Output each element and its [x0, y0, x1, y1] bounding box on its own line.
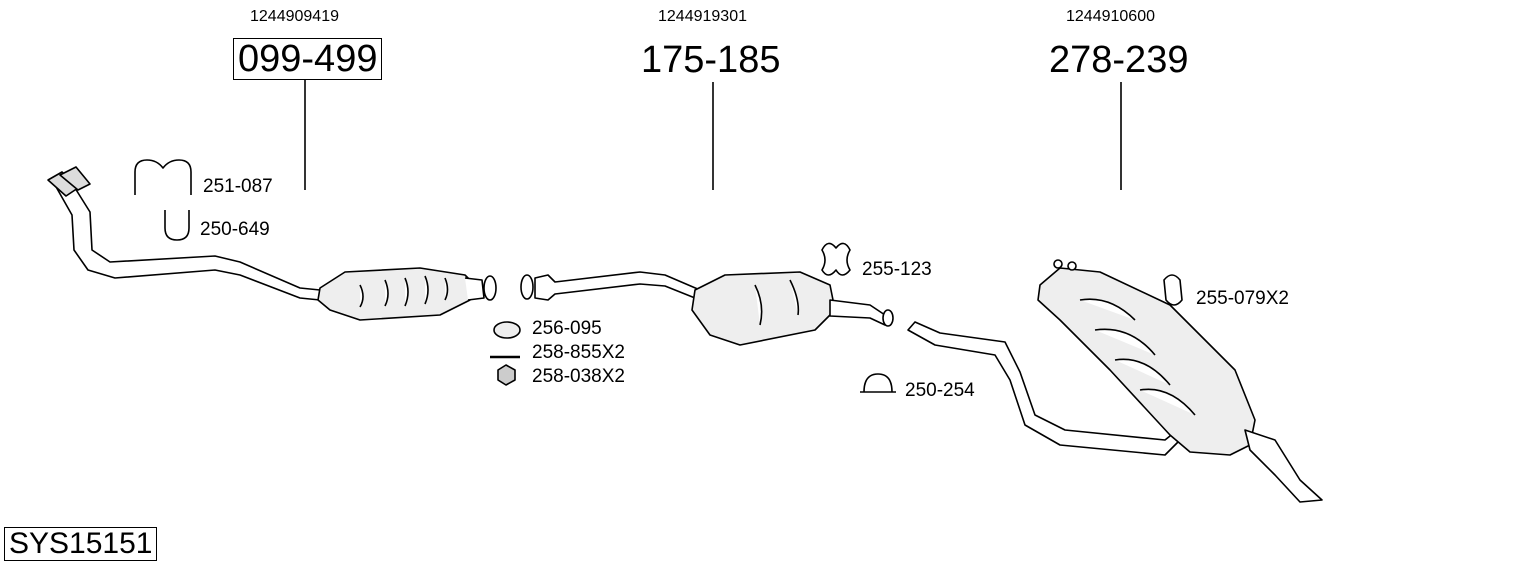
sealing-ring-icon: [493, 321, 521, 339]
rubber-mount-icon: [821, 242, 851, 276]
centre-pipe-silencer-drawing: [520, 271, 894, 346]
part-number-278-239[interactable]: 278-239: [1049, 39, 1189, 81]
oem-number: 1244919301: [658, 8, 747, 25]
accessory-label[interactable]: 251-087: [203, 176, 273, 197]
front-pipe-catalyst-drawing: [47, 166, 497, 321]
oem-number: 1244910600: [1066, 8, 1155, 25]
accessory-label[interactable]: 250-649: [200, 219, 270, 240]
part-number-099-499[interactable]: 099-499: [233, 38, 383, 80]
u-clamp-double-icon: [134, 159, 192, 195]
accessory-label[interactable]: 258-855X2: [532, 342, 625, 363]
oem-number: 1244909419: [250, 8, 339, 25]
rubber-hanger-icon: [1163, 274, 1183, 306]
nut-icon: [497, 364, 516, 386]
system-id: SYS15151: [4, 527, 158, 561]
accessory-label[interactable]: 255-123: [862, 259, 932, 280]
accessory-label[interactable]: 258-038X2: [532, 366, 625, 387]
rear-pipe-silencer-drawing: [907, 259, 1323, 503]
accessory-label[interactable]: 256-095: [532, 318, 602, 339]
accessory-label[interactable]: 255-079X2: [1196, 288, 1289, 309]
u-bolt-icon: [164, 210, 190, 241]
accessory-label[interactable]: 250-254: [905, 380, 975, 401]
part-number-175-185[interactable]: 175-185: [641, 39, 781, 81]
pipe-clamp-icon: [860, 373, 896, 393]
